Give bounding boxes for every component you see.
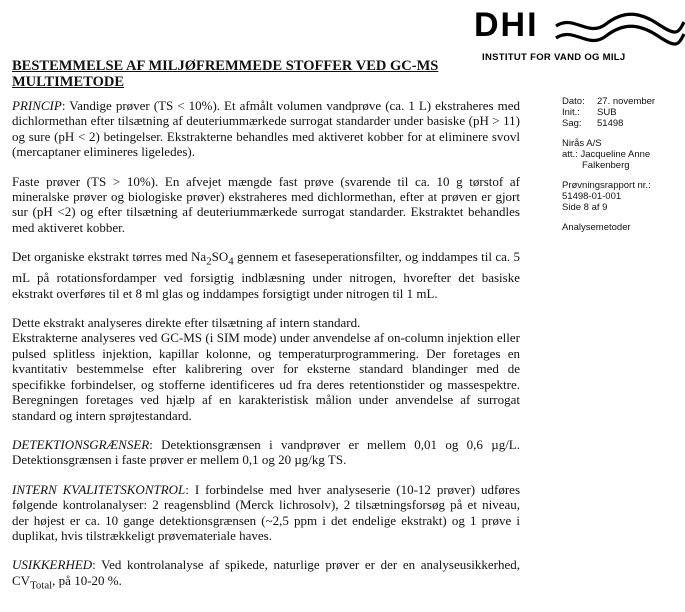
paragraph-gcms: Ekstrakterne analyseres ved GC-MS (i SIM… bbox=[12, 330, 520, 423]
paragraph-detection: DETEKTIONSGRÆNSER: Detektionsgrænsen i v… bbox=[12, 436, 520, 468]
document-metadata: Dato:27. november Init.:SUB Sag:51498 Ni… bbox=[562, 96, 685, 233]
paragraph-direct: Dette ekstrakt analyseres direkte efter … bbox=[12, 315, 361, 331]
document-body: PRINCIP: Vandige prøver (TS < 10%). Et a… bbox=[12, 98, 520, 608]
paragraph-organic: Det organiske ekstrakt tørres med Na2SO4… bbox=[12, 249, 520, 301]
meta-report-number: 51498-01-001 bbox=[562, 191, 622, 202]
meta-attention-2: Falkenberg bbox=[582, 160, 630, 171]
paragraph-princip: PRINCIP: Vandige prøver (TS < 10%). Et a… bbox=[12, 98, 520, 160]
meta-initials: Init.:SUB bbox=[562, 107, 617, 118]
logo-wordmark: DHI bbox=[474, 6, 539, 44]
meta-case: Sag:51498 bbox=[562, 118, 624, 129]
meta-date: Dato:27. november bbox=[562, 96, 656, 107]
paragraph-uncertainty: USIKKERHED: Ved kontrolanalyse af spiked… bbox=[12, 557, 520, 592]
meta-attention-1: att.: Jacqueline Anne bbox=[562, 149, 651, 160]
meta-section: Analysemetoder bbox=[562, 222, 631, 233]
wave-logo-icon bbox=[555, 12, 685, 46]
heading-detection: DETEKTIONSGRÆNSER bbox=[12, 436, 150, 452]
paragraph-faste: Faste prøver (TS > 10%). En afvejet mæng… bbox=[12, 173, 520, 235]
meta-page: Side 8 af 9 bbox=[562, 202, 608, 213]
logo-tagline: INSTITUT FOR VAND OG MILJ bbox=[482, 52, 626, 63]
meta-report-label: Prøvningsrapport nr.: bbox=[562, 180, 651, 191]
heading-princip: PRINCIP bbox=[12, 98, 62, 113]
meta-client: Nirås A/S bbox=[562, 138, 602, 149]
document-title: BESTEMMELSE AF MILJØFREMMEDE STOFFER VED… bbox=[12, 58, 439, 90]
dhi-logo: DHI INSTITUT FOR VAND OG MILJ bbox=[474, 8, 685, 66]
heading-quality-control: INTERN KVALITETSKONTROL bbox=[12, 481, 186, 497]
paragraph-quality-control: INTERN KVALITETSKONTROL: I forbindelse m… bbox=[12, 481, 520, 543]
heading-uncertainty: USIKKERHED bbox=[12, 557, 93, 573]
